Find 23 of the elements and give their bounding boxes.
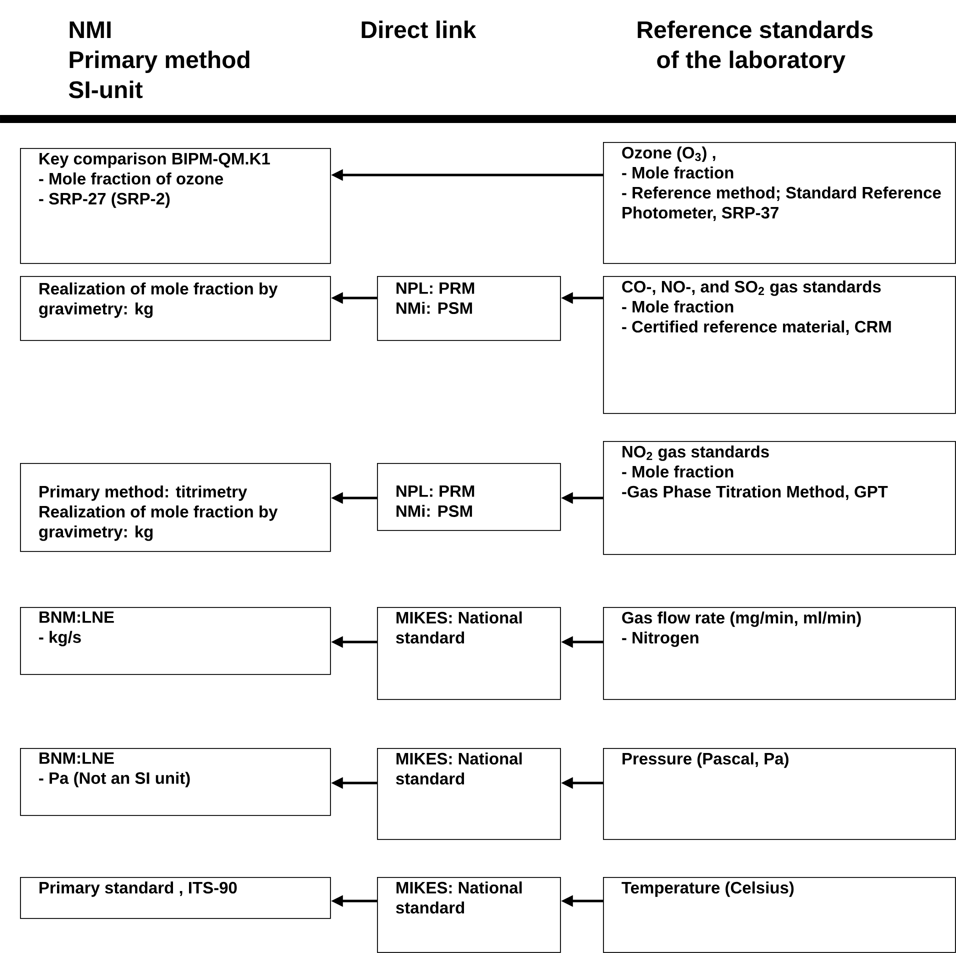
text-box: MIKES: National standard [377, 877, 561, 953]
text-box: CO-, NO-, and SO$_{2}$ gas standards - Mole fraction - Certified reference material, CRM [603, 276, 956, 414]
column-heading: NMI [70, 21, 111, 38]
column-heading: Direct link [362, 20, 476, 38]
text-box: Primary standard , ITS-90 [20, 877, 331, 919]
text-box: NPL: PRM NMi: PSM [377, 463, 561, 531]
text-box: Key comparison BIPM-QM.K1 - Mole fraction of ozone - SRP-27 (SRP-2) [20, 148, 331, 264]
text-box: Ozone (O$_{3}$) , - Mole fraction - Reference method; Standard Reference Photometer, SRP-37 [603, 142, 956, 264]
text-box: Realization of mole fraction by gravimetry: kg [20, 276, 331, 341]
text-box: MIKES: National standard [377, 607, 561, 700]
column-heading: Reference standards [638, 20, 873, 38]
text-box: NPL: PRM NMi: PSM [377, 276, 561, 341]
text-box: Temperature (Celsius) [603, 877, 956, 953]
column-heading: SI-unit [68, 80, 143, 98]
text-box: BNM:LNE - Pa (Not an SI unit) [20, 748, 331, 816]
text-box: Pressure (Pascal, Pa) [603, 748, 956, 840]
column-heading: of the laboratory [657, 50, 846, 73]
column-heading: Primary method [70, 50, 250, 73]
text-box: NO$_{2}$ gas standards - Mole fraction -Gas Phase Titration Method, GPT [603, 441, 956, 555]
text-box: Primary method: titrimetry Realization of mole fraction by gravimetry: kg [20, 463, 331, 552]
text-box: BNM:LNE - kg/s [20, 607, 331, 675]
text-box: MIKES: National standard [377, 748, 561, 840]
text-box: Gas flow rate (mg/min, ml/min) - Nitrogen [603, 607, 956, 700]
